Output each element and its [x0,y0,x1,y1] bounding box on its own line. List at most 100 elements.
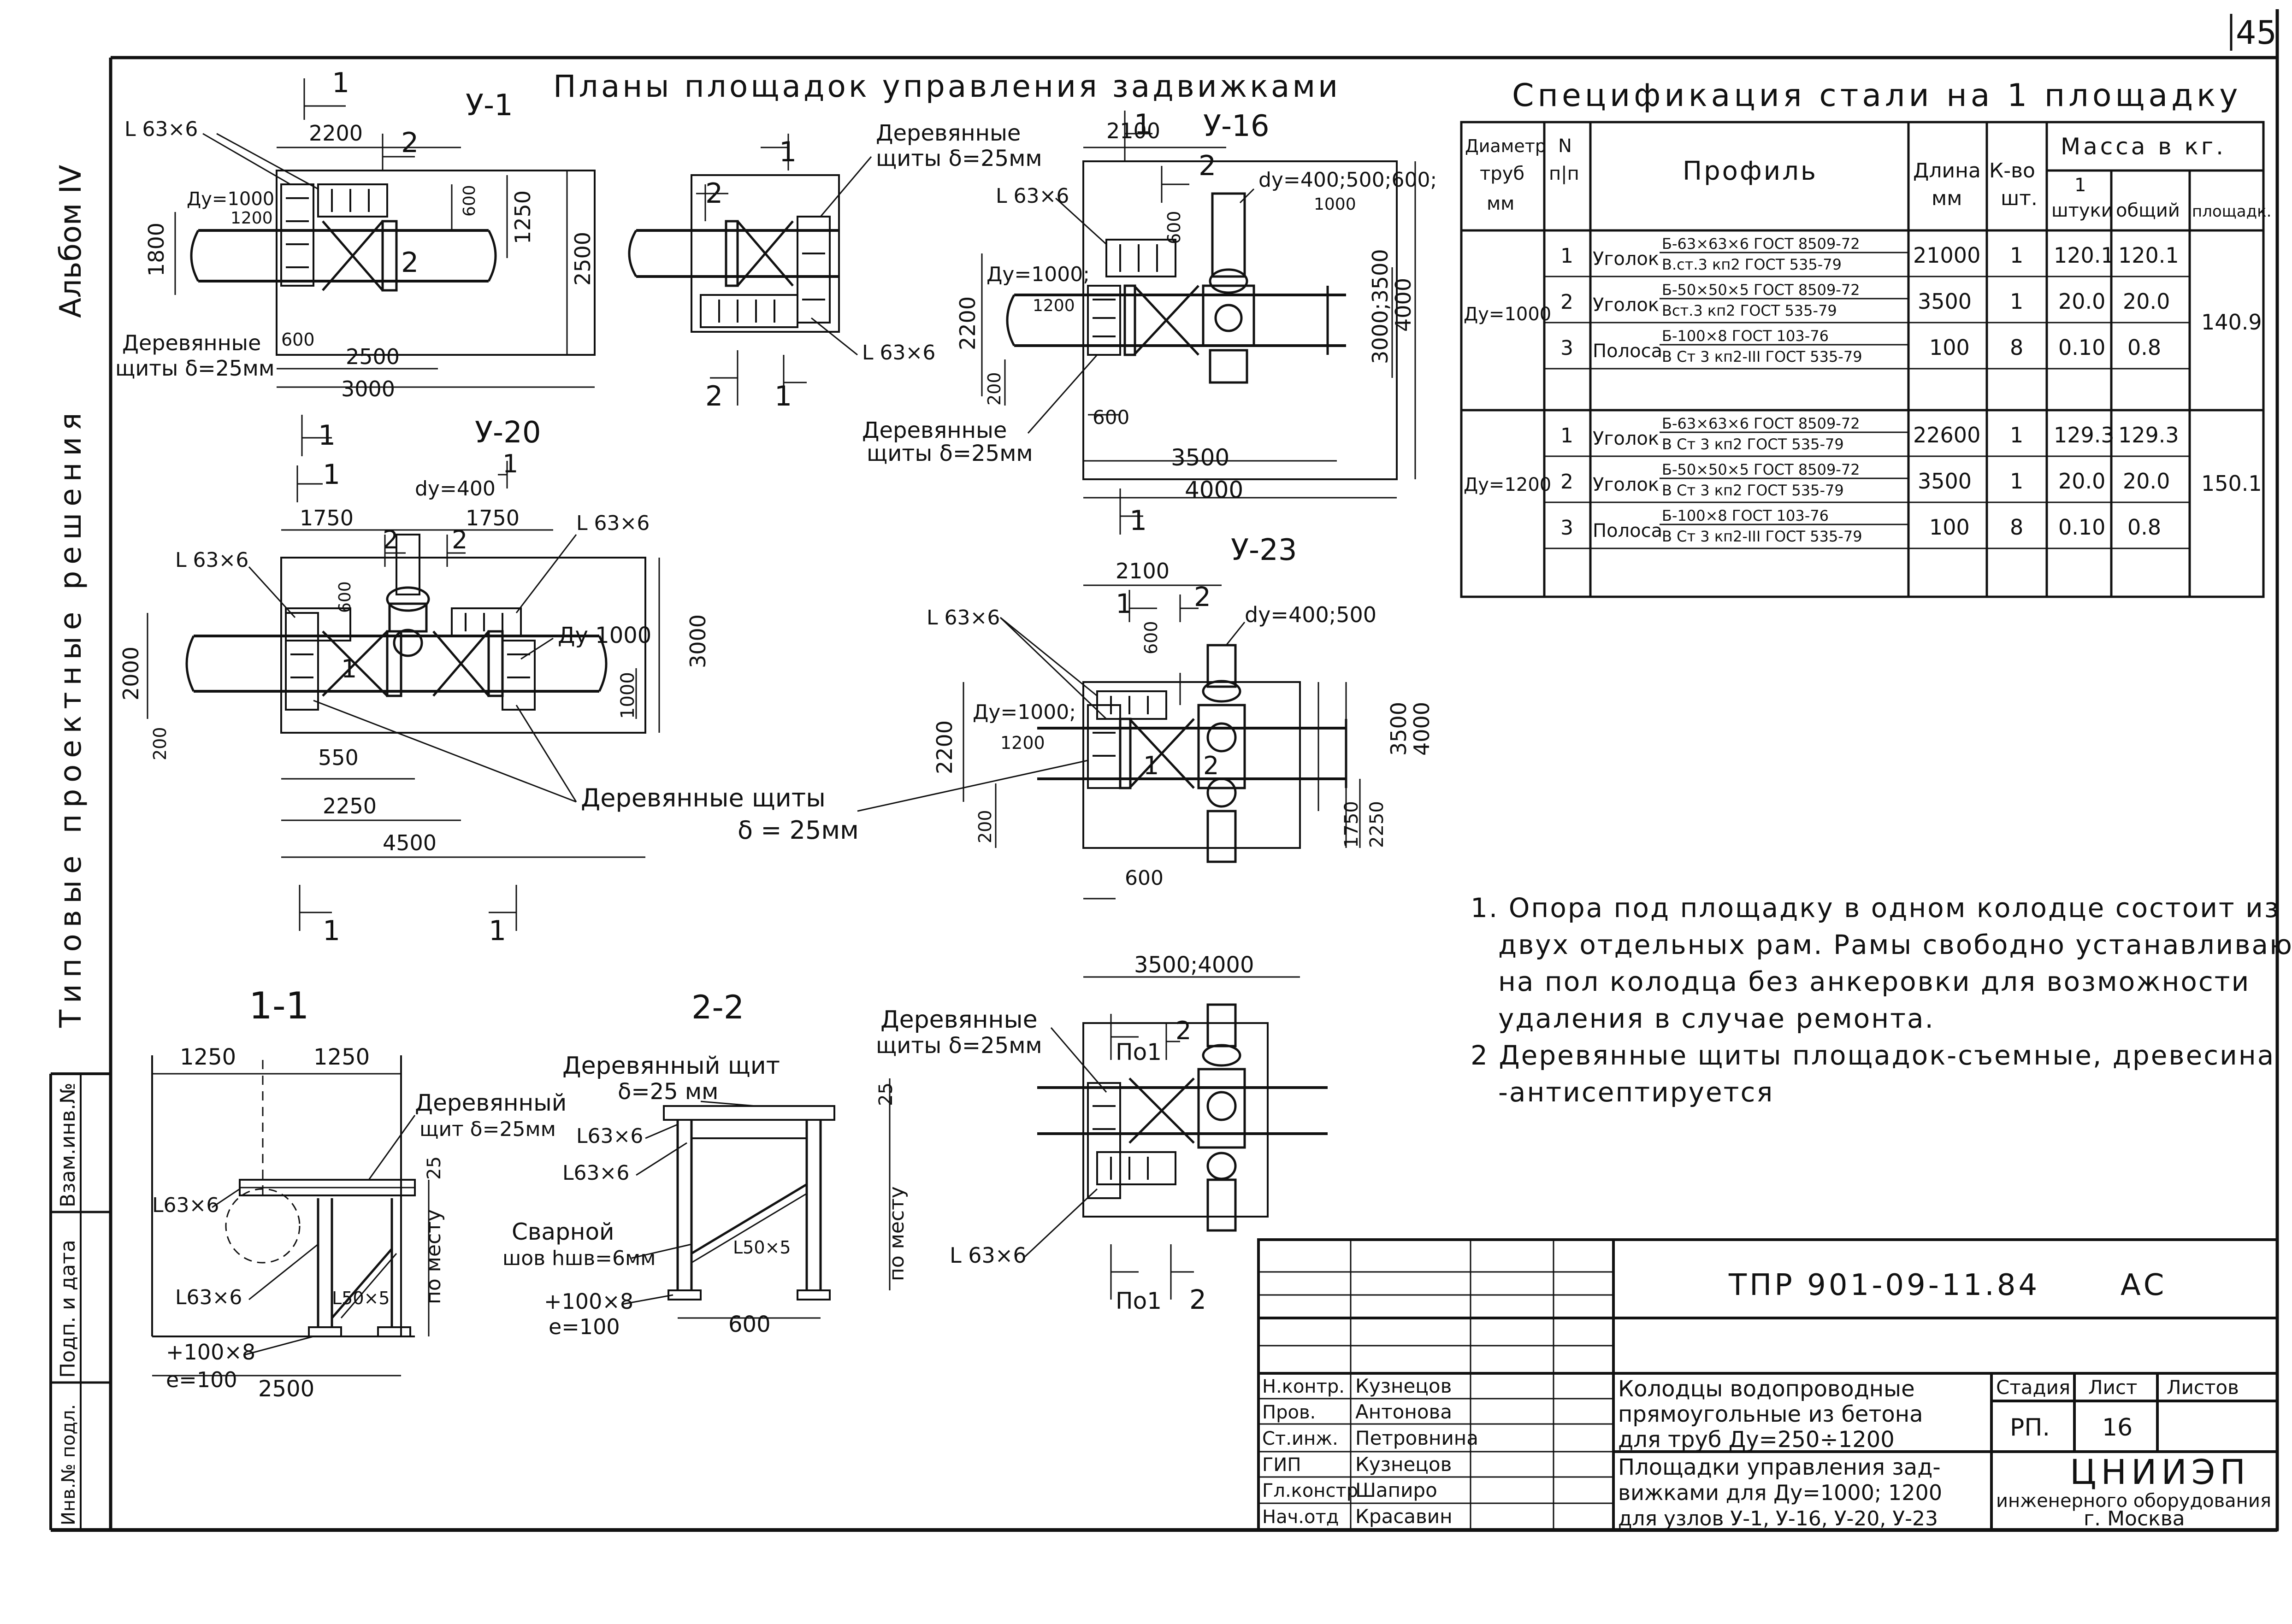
s11-profile-3: L50×5 [332,1288,390,1308]
page-number: 45 [2236,14,2277,52]
spec-cell: 1 [2010,289,2023,314]
u1-dim-600: 600 [460,185,479,217]
stamp-label-2: Подп. и дата [56,1240,80,1378]
u23-pipe-2: 2 [1203,751,1219,780]
spec-cell: 100 [1929,335,1970,360]
u16-section-1: 1 [1134,108,1152,141]
u23-dim-600b: 600 [1125,866,1164,890]
plan-u1: У-1 1 2 [115,67,596,401]
u23-dim-2250: 2250 [1366,801,1388,848]
u16-dim-200: 200 [984,372,1004,406]
spec-cell: 0.8 [2127,335,2161,360]
br-section-3: По1 [1116,1288,1162,1314]
spec-cell: Уголок [1593,248,1659,270]
u16-profile: L 63×6 [996,184,1069,208]
u16-section-3: 1 [1129,505,1147,537]
u1-dim-2200: 2200 [309,121,363,146]
note-1-line-1: 1. Опора под площадку в одном колодце со… [1471,892,2280,924]
u1-du: Ду=1000 [187,188,274,210]
spec-h-length-1: Длина [1913,159,1981,182]
u23-dim-4000: 4000 [1409,702,1434,756]
s22-profile-1: L63×6 [576,1124,643,1148]
spec-cell: 0.10 [2058,515,2105,540]
tb-sheet-title-1: Площадки управления зад- [1618,1454,1941,1480]
plan-u20: У-20 [118,415,710,947]
spec-cell: 129.3 [2118,423,2179,447]
spec-cell: 1 [1560,244,1573,268]
u1-dim-1800: 1800 [144,223,169,277]
stamp-label-1: Взам.инв.№ [56,1083,80,1207]
u20-dim-550: 550 [318,745,359,770]
spec-cell: 0.10 [2058,335,2105,360]
spec-h-diam-1: Диаметр [1465,136,1546,156]
spec-cell: 1 [1560,424,1573,447]
spec-cell: Б-50×50×5 ГОСТ 8509-72 [1662,281,1860,299]
s22-profile-2: L63×6 [562,1161,629,1185]
plan-u1-label: У-1 [466,88,513,123]
tb-sheet: 16 [2102,1414,2133,1442]
spec-h-total: общий [2116,200,2180,221]
tb-mark: АС [2121,1268,2167,1302]
br-boards-2: щиты δ=25мм [876,1033,1042,1059]
br-section-1: По1 [1116,1039,1162,1065]
u20-profile-left: L 63×6 [175,548,248,572]
spec-cell: 21000 [1913,243,1980,268]
spec-cell: 22600 [1913,423,1980,447]
tb-role-2: Пров. [1262,1402,1316,1423]
s11-profile-1: L63×6 [152,1194,219,1217]
note-1-line-3: на пол колодца без анкеровки для возможн… [1498,966,2250,997]
spec-cell: 20.0 [2123,289,2170,314]
plan-detail-br: По1 2 По1 2 Деревянные щиты δ=25мм L 63×… [876,1003,1328,1315]
s22-dim-600: 600 [728,1312,771,1337]
spec-cell: 1 [2010,469,2023,494]
spec-h-one-2: штуки [2051,200,2113,221]
stamp-label-3: Инв.№ подл. [58,1404,79,1525]
spec-cell: 8 [2010,335,2023,360]
s22-dim-25: 25 [875,1083,897,1106]
spec-cell: Полоса [1593,520,1662,541]
s22-note: по месту [885,1186,909,1281]
tb-project-1: Колодцы водопроводные [1618,1376,1915,1402]
u16-boards-2: щиты δ=25мм [867,441,1033,466]
spec-cell: 2 [1560,290,1573,314]
u20-dim-3000: 3000 [685,614,710,668]
br-section-2: 2 [1176,1016,1191,1045]
u1-dim-3000: 3000 [341,377,395,401]
u16-dim-3500: 3500 [1171,444,1229,471]
spec-h-diam-3: мм [1487,193,1514,214]
u23-pipe-1: 1 [1143,751,1159,780]
u20-dim-1750b: 1750 [466,506,520,530]
s11-e: e=100 [166,1367,237,1392]
spec-cell: 3 [1560,516,1573,540]
u1-dim-2500v: 2500 [570,232,595,286]
shared-boards-1: Деревянные щиты [581,783,826,812]
u16-dim-2100: 2100 [1106,118,1160,143]
spec-cell: В Ст 3 кп2 ГОСТ 535-79 [1662,482,1844,499]
album-label: Альбом IV [54,165,88,318]
spec-cell: Б-63×63×6 ГОСТ 8509-72 [1662,415,1860,432]
u1-boards-2: щиты δ=25мм [115,356,275,381]
section-2-2-label: 2-2 [691,989,744,1026]
note-2-line-2: -антисептируется [1498,1077,1774,1108]
spec-table: Спецификация стали на 1 площадку [1460,77,2271,598]
br-profile: L 63×6 [950,1243,1027,1268]
u23-dim-2200: 2200 [932,720,957,774]
spec-cell: 8 [2010,515,2023,540]
tb-org-1: ЦНИИЭП [2070,1453,2250,1492]
spec-cell: Б-100×8 ГОСТ 103-76 [1662,327,1829,345]
section-2-2: 2-2 25 600 по месту Деревянный щит δ=25 … [502,989,909,1339]
spec-h-profile: Профиль [1683,156,1818,186]
spec-cell: Уголок [1593,294,1659,316]
u20-dim-2000: 2000 [118,647,143,700]
u16-du2: 1200 [1033,296,1075,315]
u16-du-branch: dу=400;500;600; [1258,168,1437,192]
u1-dim-600b: 600 [281,330,315,350]
spec-h-qty-2: шт. [2001,187,2038,210]
u1-dim-2500: 2500 [346,344,400,369]
spec-cell: 120.1 [2054,243,2115,268]
u23-dim-1750: 1750 [1341,801,1362,848]
spec-g2-row-3: 3 Полоса Б-100×8 ГОСТ 103-76 В Ст 3 кп2-… [1560,507,2161,545]
spec-g1-row-1: 1 Уголок Б-63×63×6 ГОСТ 8509-72 В.ст.3 к… [1560,235,2179,273]
s22-profile-3: L50×5 [733,1237,791,1258]
